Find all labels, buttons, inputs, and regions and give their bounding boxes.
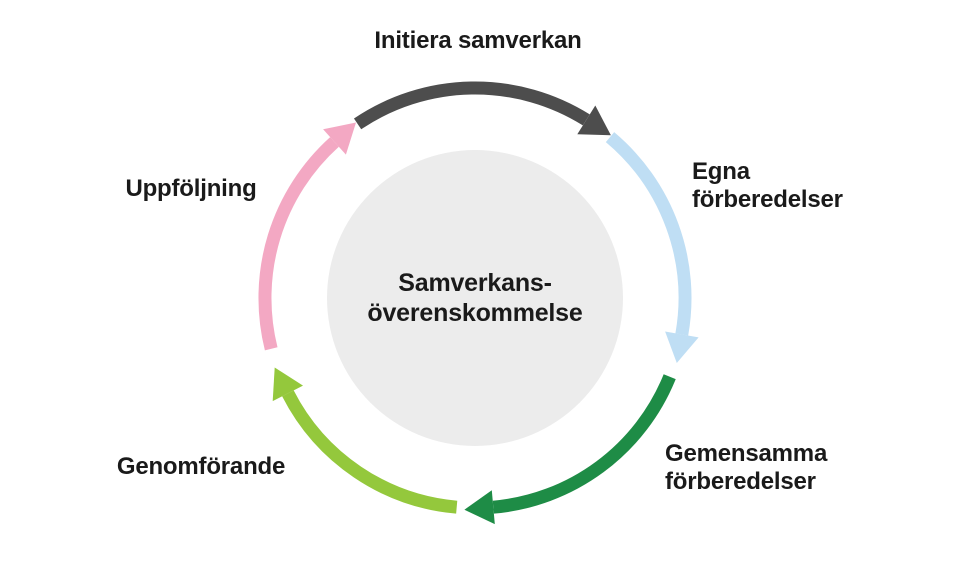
step-label-uppfoljning: Uppföljning	[125, 175, 256, 203]
step-label-gemensamma-forberedelser: Gemensamma förberedelser	[665, 440, 827, 496]
arc-genomforande	[282, 390, 458, 514]
center-circle	[327, 150, 623, 446]
step-label-genomforande: Genomförande	[117, 453, 285, 481]
step-label-text: Uppföljning	[125, 175, 257, 202]
arc-egna-forberedelser	[605, 132, 692, 336]
step-label-text: förberedelser	[692, 186, 843, 213]
step-label-text: Genomförande	[116, 453, 286, 480]
step-label-text: Initiera samverkan	[374, 27, 582, 54]
center-label-line2: överenskommelse	[367, 299, 583, 327]
cycle-arrows	[258, 81, 699, 525]
step-label-initiera-samverkan: Initiera samverkan	[374, 27, 581, 55]
step-label-text: Gemensamma	[665, 440, 828, 467]
center-label: Samverkans- överenskommelse	[367, 268, 582, 328]
arrowhead-genomforande	[272, 367, 303, 402]
step-label-text: förberedelser	[665, 468, 816, 495]
step-label-egna-forberedelser: Egna förberedelser	[692, 158, 843, 214]
step-label-text: Egna	[692, 158, 750, 185]
arc-uppfoljning	[258, 137, 339, 351]
center-label-line1: Samverkans-	[398, 269, 552, 297]
arrowhead-uppfoljning	[323, 122, 356, 155]
arc-initiera-samverkan	[353, 81, 590, 130]
arrowhead-gemensamma-forberedelser	[464, 490, 495, 525]
arrowhead-initiera-samverkan	[577, 105, 611, 136]
arc-gemensamma-forberedelser	[492, 374, 676, 514]
arrowhead-egna-forberedelser	[665, 331, 699, 363]
